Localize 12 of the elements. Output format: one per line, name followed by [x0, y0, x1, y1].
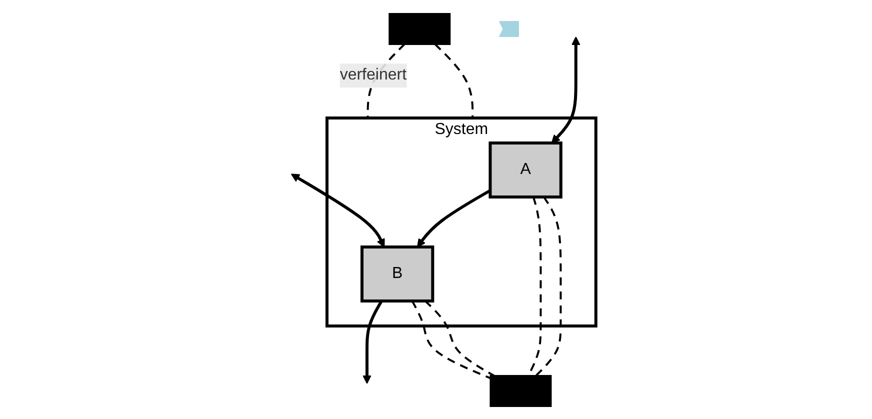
arrow	[550, 36, 580, 143]
cluster	[325, 116, 597, 327]
connector	[424, 300, 495, 376]
node-box	[360, 245, 434, 302]
arrow	[290, 173, 384, 247]
node-bar	[388, 12, 450, 44]
connector	[534, 196, 562, 376]
node-bar	[489, 374, 552, 406]
connector	[434, 42, 474, 118]
connector	[410, 300, 491, 379]
arrow	[362, 300, 382, 384]
node-box	[488, 141, 562, 198]
